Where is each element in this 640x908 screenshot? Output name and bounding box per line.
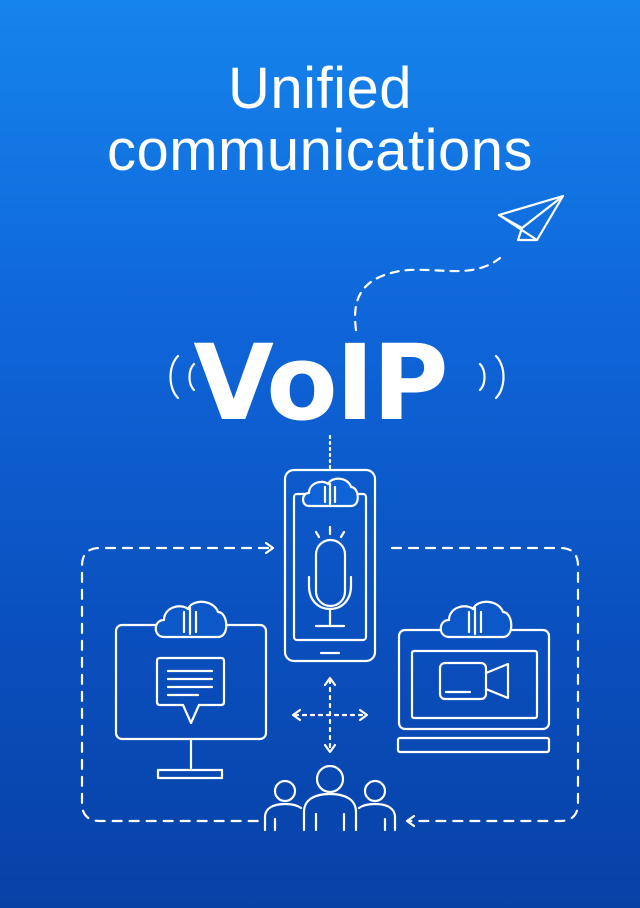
flight-path — [355, 258, 500, 330]
move-arrows-icon — [293, 678, 367, 752]
dashed-loop — [82, 548, 578, 821]
headline-line-1: Unified — [227, 56, 413, 121]
headline-line-2: communications — [106, 118, 534, 183]
loop-arrow-top — [266, 543, 273, 553]
paper-plane-icon — [499, 196, 563, 240]
video-camera-icon — [440, 663, 508, 699]
headline: Unified communications — [0, 58, 640, 182]
chat-bubble-icon — [157, 658, 224, 723]
cloud-icon — [156, 602, 227, 637]
cloud-icon — [303, 479, 358, 506]
wifi-waves-icon — [171, 356, 504, 398]
loop-arrow-bottom — [407, 816, 414, 826]
laptop-icon — [398, 630, 549, 752]
cloud-icon — [441, 602, 512, 637]
desktop-monitor-icon — [116, 625, 266, 778]
microphone-icon — [309, 527, 351, 626]
voip-title: VoIP — [193, 322, 448, 444]
people-group-icon — [265, 766, 395, 830]
